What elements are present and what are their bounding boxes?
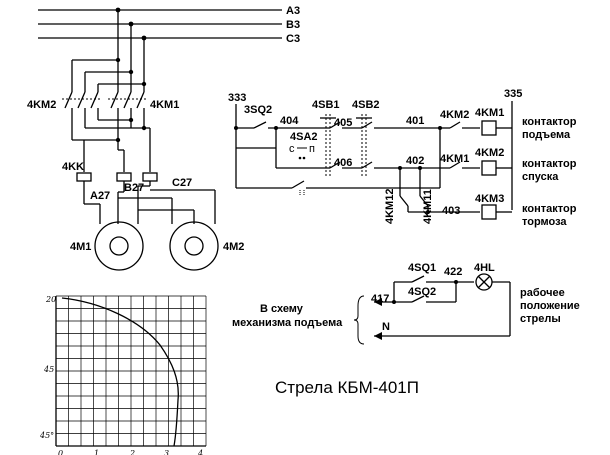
wire-404-label: 404 <box>280 115 299 127</box>
wire-422-label: 422 <box>444 266 462 278</box>
selector-4sa2-label: 4SA2 <box>290 131 318 143</box>
wire-c27-label: C27 <box>172 177 192 189</box>
graph-x-2: 2 <box>129 449 135 455</box>
motor-4m1: 4M1 <box>70 221 144 271</box>
lamp-4hl-label: 4HL <box>474 262 495 274</box>
graph-x-3: 3 <box>164 449 169 455</box>
wire-b27-label: B27 <box>124 182 144 194</box>
wire-406-label: 406 <box>334 157 352 169</box>
node-333-label: 333 <box>228 92 246 104</box>
desc-km1-1: контактор <box>522 116 577 128</box>
lamp-desc-3: стрелы <box>520 313 561 325</box>
motor-4m1-label: 4M1 <box>70 241 91 253</box>
relay-4kk-label: 4KK <box>62 161 84 173</box>
wire-401-label: 401 <box>406 115 424 127</box>
graph-y-bot: 45° <box>39 431 54 440</box>
wire-402-label: 402 <box>406 155 424 167</box>
desc-km1-2: подъема <box>522 129 571 141</box>
contact-4km2-label: 4KM2 <box>440 109 469 121</box>
graph-y-top: 20 <box>45 295 56 304</box>
graph-x-1: 1 <box>94 449 99 455</box>
phase-b-label: B3 <box>286 19 300 31</box>
desc-km3-1: контактор <box>522 203 577 215</box>
control-circuit: 333 335 3SQ2 404 4SB1 4SB2 405 401 4SA2 … <box>228 88 577 228</box>
lamp-desc-2: положение <box>520 300 580 312</box>
signal-circuit: 4SQ1 4SQ2 422 417 4HL N В схему механизм… <box>232 262 580 345</box>
phase-a-label: A3 <box>286 5 300 17</box>
motor-4m2-label: 4M2 <box>223 241 244 253</box>
thermal-relay-4kk: 4KK <box>62 161 158 182</box>
selector-pos-p: п <box>309 143 315 155</box>
limit-4sq2-label: 4SQ2 <box>408 286 436 298</box>
graph-y-mid: 45 <box>43 365 54 374</box>
neutral-label: N <box>382 321 390 333</box>
contactor-4km2-label: 4KM2 <box>27 99 56 111</box>
contact-4km12-label: 4KM12 <box>384 189 396 224</box>
coil-4km3-label: 4KM3 <box>475 193 504 205</box>
boom-graph: 20 45 45° 0 1 2 3 4 <box>39 295 207 455</box>
desc-km3-2: тормоза <box>522 216 567 228</box>
selector-pos-s: с <box>289 143 295 155</box>
graph-x-0: 0 <box>58 449 63 455</box>
desc-km2-1: контактор <box>522 158 577 170</box>
motor-4m2: 4M2 <box>169 221 244 271</box>
wire-403-label: 403 <box>442 205 460 217</box>
wire-405-label: 405 <box>334 117 352 129</box>
wire-a27-label: A27 <box>90 190 110 202</box>
coil-4km1-label: 4KM1 <box>475 107 504 119</box>
contactor-4km1-label: 4KM1 <box>150 99 179 111</box>
coil-4km2-label: 4KM2 <box>475 147 504 159</box>
button-4sb1-label: 4SB1 <box>312 99 340 111</box>
graph-grid <box>55 295 207 447</box>
power-wiring <box>62 10 151 172</box>
phase-c-label: C3 <box>286 33 300 45</box>
graph-x-4: 4 <box>197 449 203 455</box>
button-4sb2-label: 4SB2 <box>352 99 380 111</box>
limit-4sq1-label: 4SQ1 <box>408 262 436 274</box>
motor-feeds <box>83 181 216 224</box>
node-335-label: 335 <box>504 88 522 100</box>
lamp-desc-1: рабочее <box>520 287 565 299</box>
diagram-caption: Стрела КБМ-401П <box>275 378 419 397</box>
limit-3sq2-label: 3SQ2 <box>244 104 272 116</box>
power-bus: A3 B3 C3 <box>38 5 300 45</box>
to-hoist-2: механизма подъема <box>232 317 343 329</box>
desc-km2-2: спуска <box>522 171 559 183</box>
contact-4km11-label: 4KM11 <box>422 189 434 224</box>
to-hoist-1: В схему <box>260 303 304 315</box>
contact-4km1-label: 4KM1 <box>440 153 469 165</box>
